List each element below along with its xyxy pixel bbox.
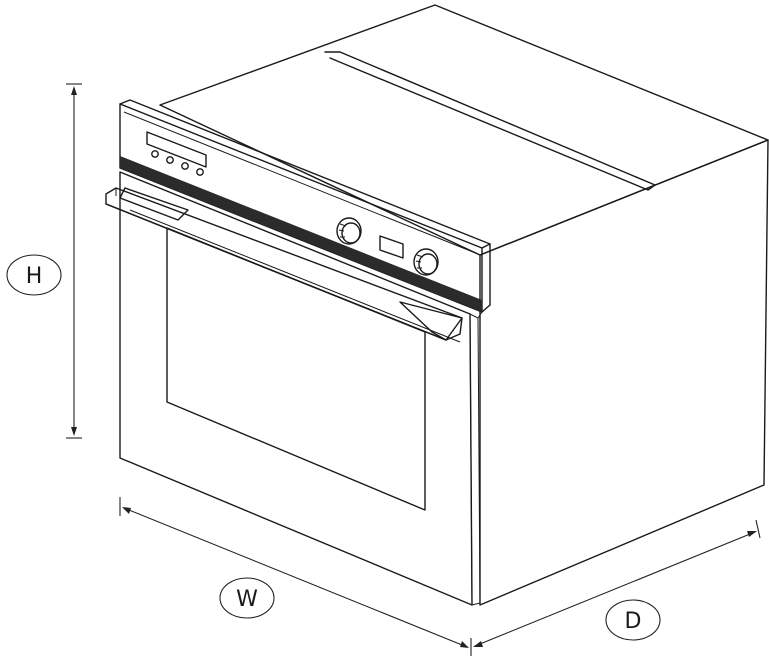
- height-label-circle: [6, 254, 62, 296]
- depth-label-circle: [605, 599, 661, 641]
- touch-button-4[interactable]: [196, 168, 204, 176]
- right-control-knob[interactable]: [413, 248, 439, 276]
- top-seam-line: [324, 51, 656, 191]
- control-panel-strip: [120, 156, 482, 312]
- handle-end-cap-left: [119, 187, 189, 221]
- touch-button-1[interactable]: [151, 150, 159, 158]
- center-display: [379, 235, 404, 259]
- door-handle[interactable]: [105, 187, 463, 341]
- width-label-circle: [219, 577, 275, 619]
- width-dimension: W: [119, 497, 472, 656]
- height-dimension: H: [6, 83, 82, 439]
- handle-end-cap-right: [399, 301, 463, 341]
- touch-button-2[interactable]: [166, 156, 174, 164]
- oven-side-face: [479, 139, 769, 606]
- left-display: [146, 131, 207, 168]
- depth-label: D: [625, 609, 642, 634]
- height-label: H: [26, 264, 43, 289]
- control-panel: [119, 99, 491, 313]
- depth-dimension: D: [473, 519, 761, 647]
- left-control-knob[interactable]: [336, 217, 362, 245]
- touch-button-3[interactable]: [181, 162, 189, 170]
- width-label: W: [236, 587, 258, 612]
